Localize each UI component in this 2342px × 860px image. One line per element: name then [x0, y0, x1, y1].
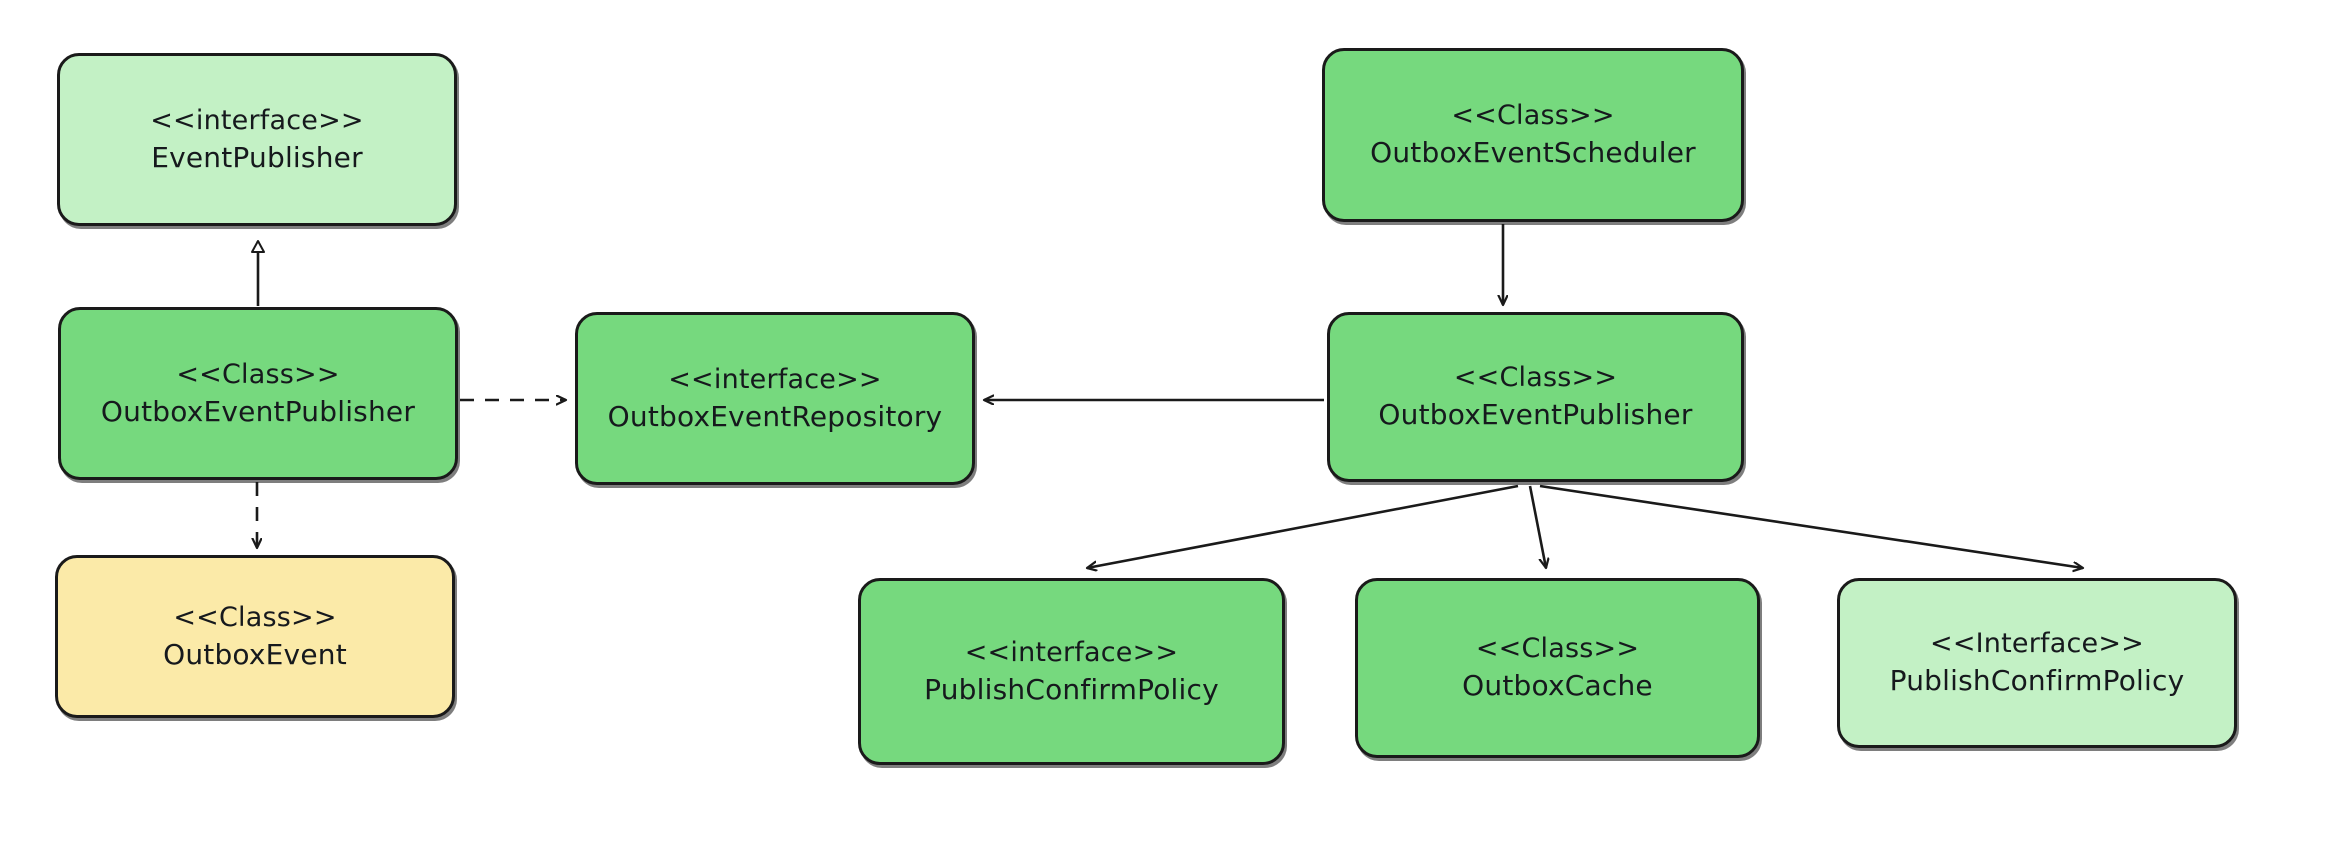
edge-publisher-to-cache — [1528, 485, 1546, 568]
node-name: OutboxEventPublisher — [1378, 398, 1693, 432]
node-name: PublishConfirmPolicy — [1889, 664, 2185, 698]
node-name: OutboxEvent — [163, 637, 347, 671]
node-name: OutboxCache — [1462, 669, 1653, 703]
node-stereotype: <<Class>> — [173, 601, 337, 633]
edge-publisher-to-policy — [1087, 484, 1519, 568]
node-outbox-event-repository[interactable]: <<interface>> OutboxEventRepository — [575, 312, 975, 485]
node-stereotype: <<interface>> — [964, 636, 1179, 668]
node-outbox-event[interactable]: <<Class>> OutboxEvent — [55, 555, 455, 718]
node-name: PublishConfirmPolicy — [924, 672, 1219, 706]
node-outbox-event-scheduler[interactable]: <<Class>> OutboxEventScheduler — [1322, 48, 1744, 222]
node-outbox-event-publisher-left[interactable]: <<Class>> OutboxEventPublisher — [58, 307, 458, 480]
node-stereotype: <<interface>> — [668, 363, 882, 395]
node-outbox-cache[interactable]: <<Class>> OutboxCache — [1355, 578, 1760, 758]
node-name: OutboxEventRepository — [607, 399, 943, 433]
node-stereotype: <<Interface>> — [1930, 628, 2144, 660]
node-name: EventPublisher — [151, 140, 363, 174]
node-event-publisher-interface[interactable]: <<interface>> EventPublisher — [57, 53, 457, 226]
node-stereotype: <<Class>> — [1451, 100, 1615, 132]
node-name: OutboxEventPublisher — [100, 394, 416, 428]
node-stereotype: <<interface>> — [150, 104, 364, 136]
node-stereotype: <<Class>> — [176, 358, 340, 390]
node-publish-confirm-policy-interface-capital[interactable]: <<Interface>> PublishConfirmPolicy — [1837, 578, 2237, 748]
node-stereotype: <<Class>> — [1453, 362, 1618, 394]
node-stereotype: <<Class>> — [1475, 633, 1640, 665]
node-name: OutboxEventScheduler — [1370, 136, 1696, 170]
node-publish-confirm-policy-interface[interactable]: <<interface>> PublishConfirmPolicy — [858, 578, 1285, 765]
edge-publisher-to-policy-capital — [1539, 484, 2083, 568]
node-outbox-event-publisher-right[interactable]: <<Class>> OutboxEventPublisher — [1327, 312, 1744, 482]
